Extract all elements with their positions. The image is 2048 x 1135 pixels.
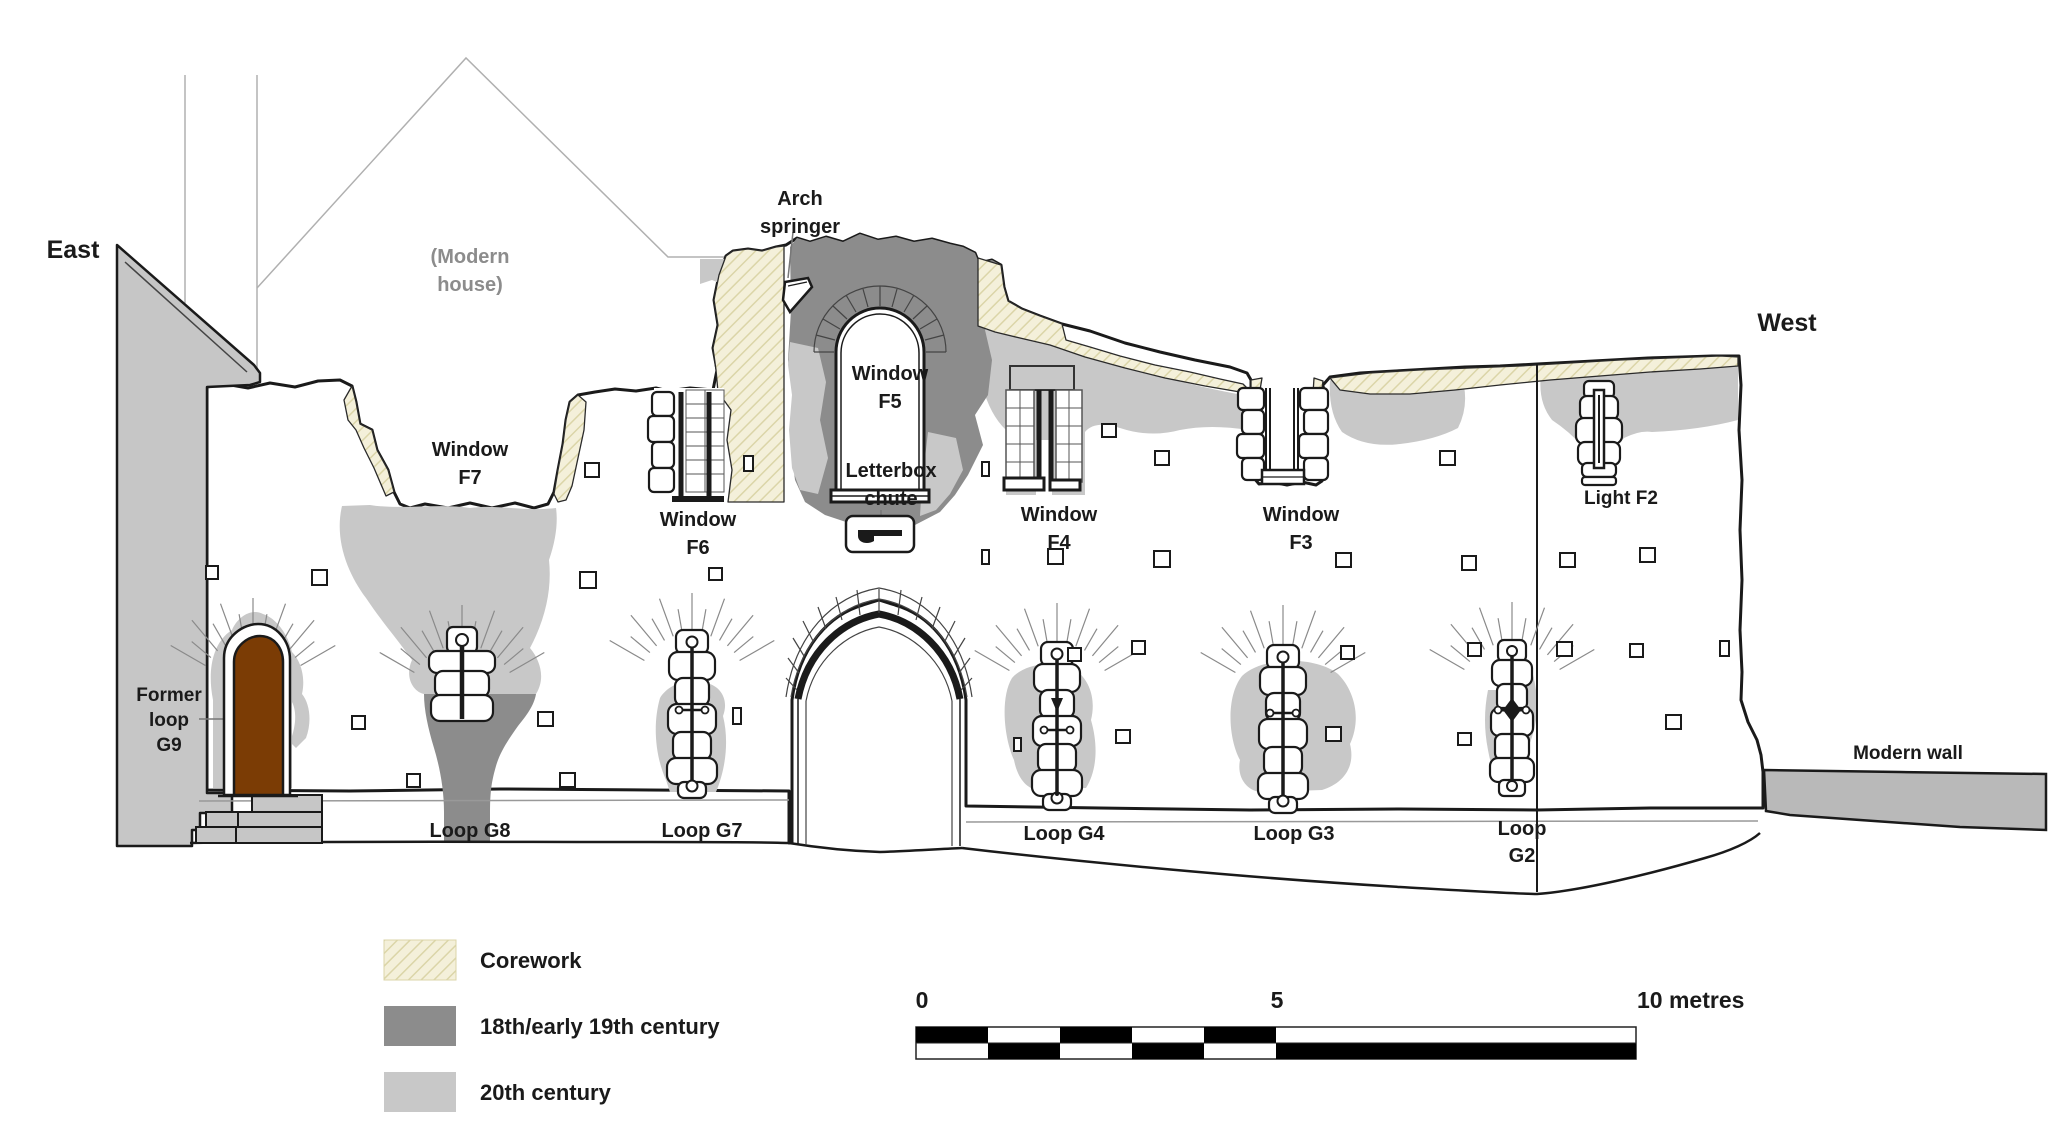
legend-item-18th-19th: 18th/early 19th century <box>384 1006 720 1046</box>
loop-g4 <box>974 602 1140 812</box>
corework-swatch <box>383 939 457 981</box>
modern-house-outline <box>184 56 734 370</box>
window-f6-label-1: Window <box>660 509 737 531</box>
window-f5-label-2: F5 <box>878 391 901 413</box>
letterbox-chute <box>844 510 916 554</box>
window-f4 <box>1002 365 1083 492</box>
18th-19th-swatch <box>384 1006 456 1046</box>
letterbox-label-1: Letterbox <box>845 460 936 482</box>
base-band-left <box>189 794 963 854</box>
loop-g2-label-2: G2 <box>1509 845 1536 867</box>
corework-patches <box>343 245 1739 503</box>
scale-bar: 0 5 10 metres <box>915 987 1744 1060</box>
20th-swatch <box>384 1072 456 1112</box>
window-f5 <box>813 285 947 504</box>
legend-label-corework: Corework <box>480 948 582 973</box>
east-label: East <box>47 236 100 264</box>
steps <box>195 794 323 844</box>
window-f7-label-2: F7 <box>458 467 481 489</box>
arch-springer-label-1: Arch <box>777 188 823 210</box>
window-f3-label-1: Window <box>1263 504 1340 526</box>
arch-springer-stone <box>781 231 814 315</box>
legend-item-20th: 20th century <box>384 1072 612 1112</box>
letterbox-label-2: chute <box>864 488 917 510</box>
scale-tick-5: 5 <box>1271 987 1284 1013</box>
loop-g3 <box>1200 604 1366 815</box>
former-loop-label-1: Former <box>136 685 202 706</box>
window-f6-label-2: F6 <box>686 537 709 559</box>
loop-g8 <box>379 604 545 723</box>
modern-wall-label: Modern wall <box>1853 743 1963 764</box>
labels: East West (Modern house) Arch springer W… <box>47 188 1963 867</box>
legend-item-corework: Corework <box>383 939 582 981</box>
modern-house-label-2: house) <box>437 274 503 296</box>
loop-g7-label: Loop G7 <box>661 820 742 842</box>
window-f3-label-2: F3 <box>1289 532 1312 554</box>
legend: Corework 18th/early 19th century 20th ce… <box>383 939 720 1112</box>
legend-label-20th: 20th century <box>480 1080 612 1105</box>
legend-label-18th-19th: 18th/early 19th century <box>480 1014 720 1039</box>
window-f7-label-1: Window <box>432 439 509 461</box>
gate-arch <box>785 587 973 846</box>
window-f4-label-1: Window <box>1021 504 1098 526</box>
modern-wall-shape <box>1762 768 2048 832</box>
window-f4-label-2: F4 <box>1047 532 1071 554</box>
loop-g3-label: Loop G3 <box>1253 823 1334 845</box>
loop-g2 <box>1429 601 1595 798</box>
former-loop-g9-door <box>170 597 336 798</box>
arch-springer-label-2: springer <box>760 216 840 238</box>
loop-g7 <box>609 592 775 800</box>
light-f2 <box>1574 379 1624 487</box>
loop-g8-chute <box>424 694 536 841</box>
scale-tick-0: 0 <box>916 987 929 1013</box>
loop-g8-label: Loop G8 <box>429 820 510 842</box>
light-f2-label: Light F2 <box>1584 488 1658 509</box>
former-loop-label-3: G9 <box>156 735 181 756</box>
former-loop-label-2: loop <box>149 710 189 731</box>
window-f6 <box>646 388 725 502</box>
loop-g2-label-1: Loop <box>1498 818 1547 840</box>
window-f3 <box>1235 386 1330 486</box>
putlog-holes <box>205 423 1730 788</box>
west-label: West <box>1757 309 1817 337</box>
modern-house-label-1: (Modern <box>431 246 510 268</box>
loop-g4-label: Loop G4 <box>1023 823 1105 845</box>
scale-tick-10: 10 metres <box>1637 987 1744 1013</box>
window-f5-label-1: Window <box>852 363 929 385</box>
